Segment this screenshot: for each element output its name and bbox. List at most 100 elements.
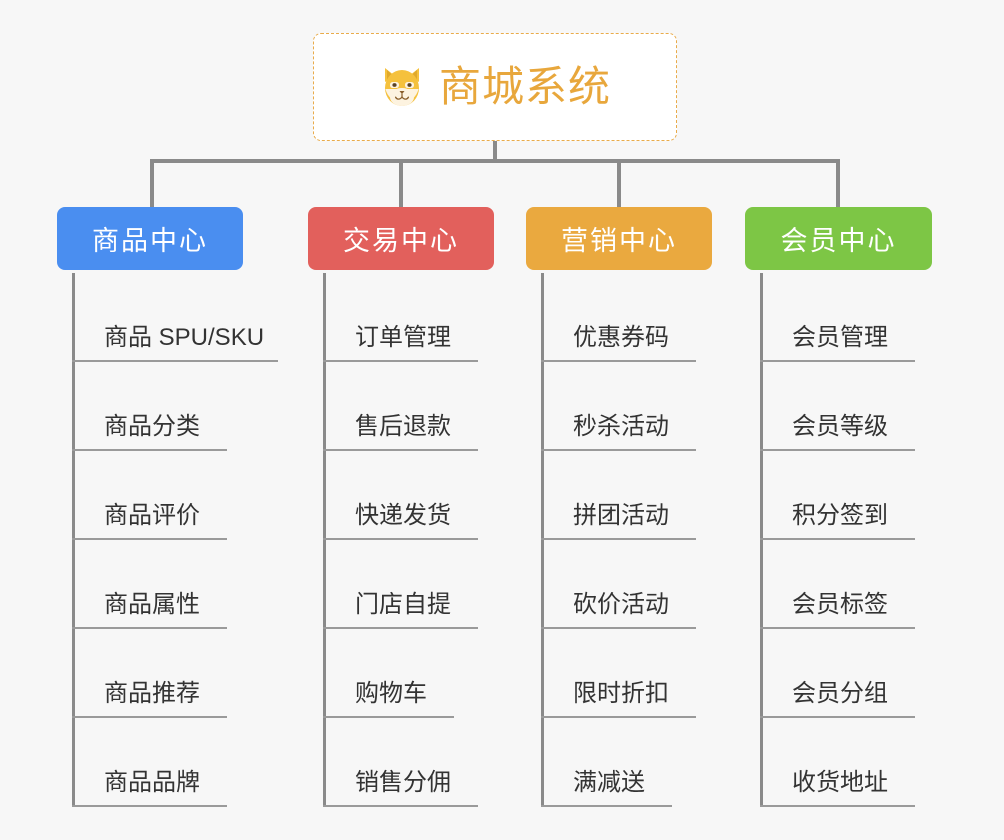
leaf-label: 积分签到 <box>792 502 888 529</box>
leaf-label: 商品评价 <box>104 502 200 529</box>
branch-header-member-center[interactable]: 会员中心 <box>745 207 932 270</box>
leaf-label: 会员分组 <box>792 680 888 707</box>
leaf-item[interactable]: 限时折扣 <box>541 629 696 718</box>
leaf-list-trade-center: 订单管理 售后退款 快递发货 门店自提 购物车 销售分佣 <box>323 273 478 807</box>
leaf-item[interactable]: 购物车 <box>323 629 457 718</box>
branch-header-label: 交易中心 <box>343 226 459 256</box>
leaf-label: 优惠券码 <box>573 324 669 351</box>
leaf-item[interactable]: 会员等级 <box>760 362 915 451</box>
leaf-label: 售后退款 <box>355 413 451 440</box>
leaf-list-member-center: 会员管理 会员等级 积分签到 会员标签 会员分组 收货地址 <box>760 273 915 807</box>
leaf-underline <box>760 360 915 362</box>
leaf-item[interactable]: 拼团活动 <box>541 451 696 540</box>
leaf-underline <box>541 538 696 540</box>
connector-drop-2 <box>399 159 403 209</box>
branch-trunk-trade-center <box>323 273 326 807</box>
branch-trunk-product-center <box>72 273 75 807</box>
leaf-label: 快递发货 <box>355 502 451 529</box>
leaf-underline <box>541 627 696 629</box>
leaf-item[interactable]: 收货地址 <box>760 718 915 807</box>
leaf-label: 销售分佣 <box>355 769 451 796</box>
branch-header-marketing-center[interactable]: 营销中心 <box>526 207 712 270</box>
leaf-label: 商品分类 <box>104 413 200 440</box>
leaf-underline <box>760 538 915 540</box>
leaf-underline <box>541 805 672 807</box>
shiba-dog-face-icon <box>379 64 425 110</box>
connector-root-stem <box>493 141 497 163</box>
branch-header-product-center[interactable]: 商品中心 <box>57 207 243 270</box>
leaf-label: 商品品牌 <box>104 769 200 796</box>
leaf-item[interactable]: 门店自提 <box>323 540 478 629</box>
leaf-underline <box>541 449 696 451</box>
leaf-label: 订单管理 <box>355 324 451 351</box>
leaf-label: 商品推荐 <box>104 680 200 707</box>
leaf-item[interactable]: 商品评价 <box>72 451 270 540</box>
branch-column-member-center: 会员中心 会员管理 会员等级 积分签到 会员标签 会员分组 <box>745 207 932 807</box>
root-node[interactable]: 商城系统 <box>313 33 677 141</box>
leaf-label: 会员标签 <box>792 591 888 618</box>
leaf-item[interactable]: 商品推荐 <box>72 629 270 718</box>
leaf-item[interactable]: 秒杀活动 <box>541 362 696 451</box>
leaf-label: 商品属性 <box>104 591 200 618</box>
leaf-underline <box>760 716 915 718</box>
leaf-item[interactable]: 会员管理 <box>760 273 915 362</box>
leaf-underline <box>72 627 227 629</box>
branch-header-trade-center[interactable]: 交易中心 <box>308 207 494 270</box>
branch-header-label: 会员中心 <box>780 226 897 256</box>
leaf-underline <box>323 805 478 807</box>
leaf-label: 商品 SPU/SKU <box>104 324 265 351</box>
branch-header-label: 营销中心 <box>561 226 677 256</box>
leaf-label: 秒杀活动 <box>573 413 669 440</box>
leaf-item[interactable]: 商品属性 <box>72 540 270 629</box>
leaf-label: 会员等级 <box>792 413 888 440</box>
leaf-label: 会员管理 <box>792 324 888 351</box>
leaf-list-marketing-center: 优惠券码 秒杀活动 拼团活动 砍价活动 限时折扣 满减送 <box>541 273 696 807</box>
leaf-item[interactable]: 会员标签 <box>760 540 915 629</box>
leaf-item[interactable]: 满减送 <box>541 718 675 807</box>
leaf-label: 拼团活动 <box>573 502 669 529</box>
branch-trunk-marketing-center <box>541 273 544 807</box>
leaf-item[interactable]: 会员分组 <box>760 629 915 718</box>
leaf-label: 购物车 <box>355 680 427 707</box>
leaf-underline <box>72 805 227 807</box>
leaf-underline <box>323 449 478 451</box>
leaf-item[interactable]: 优惠券码 <box>541 273 696 362</box>
leaf-item[interactable]: 售后退款 <box>323 362 478 451</box>
leaf-item[interactable]: 积分签到 <box>760 451 915 540</box>
leaf-underline <box>323 538 478 540</box>
connector-horizontal-bar <box>152 159 840 163</box>
leaf-underline <box>323 627 478 629</box>
leaf-underline <box>323 360 478 362</box>
root-title: 商城系统 <box>438 63 611 110</box>
leaf-list-product-center: 商品 SPU/SKU 商品分类 商品评价 商品属性 商品推荐 商品品牌 <box>72 273 278 807</box>
branch-column-marketing-center: 营销中心 优惠券码 秒杀活动 拼团活动 砍价活动 限时折扣 <box>526 207 712 807</box>
leaf-item[interactable]: 砍价活动 <box>541 540 696 629</box>
leaf-underline <box>72 360 278 362</box>
leaf-item[interactable]: 商品分类 <box>72 362 270 451</box>
connector-drop-1 <box>150 159 154 209</box>
leaf-underline <box>72 716 227 718</box>
branch-header-label: 商品中心 <box>92 226 208 256</box>
branch-column-product-center: 商品中心 商品 SPU/SKU 商品分类 商品评价 商品属性 商品推荐 <box>57 207 278 807</box>
leaf-underline <box>760 449 915 451</box>
leaf-underline <box>760 805 915 807</box>
branch-trunk-member-center <box>760 273 763 807</box>
connector-drop-3 <box>617 159 621 209</box>
leaf-underline <box>541 716 696 718</box>
leaf-underline <box>72 538 227 540</box>
leaf-underline <box>323 716 454 718</box>
leaf-label: 门店自提 <box>355 591 451 618</box>
leaf-label: 收货地址 <box>792 769 888 796</box>
leaf-label: 砍价活动 <box>573 591 669 618</box>
leaf-item[interactable]: 商品 SPU/SKU <box>72 273 278 362</box>
leaf-underline <box>541 360 696 362</box>
leaf-underline <box>72 449 227 451</box>
branch-column-trade-center: 交易中心 订单管理 售后退款 快递发货 门店自提 购物车 <box>308 207 494 807</box>
leaf-item[interactable]: 销售分佣 <box>323 718 478 807</box>
leaf-underline <box>760 627 915 629</box>
leaf-label: 限时折扣 <box>573 680 669 707</box>
leaf-item[interactable]: 商品品牌 <box>72 718 270 807</box>
leaf-item[interactable]: 订单管理 <box>323 273 478 362</box>
leaf-item[interactable]: 快递发货 <box>323 451 478 540</box>
